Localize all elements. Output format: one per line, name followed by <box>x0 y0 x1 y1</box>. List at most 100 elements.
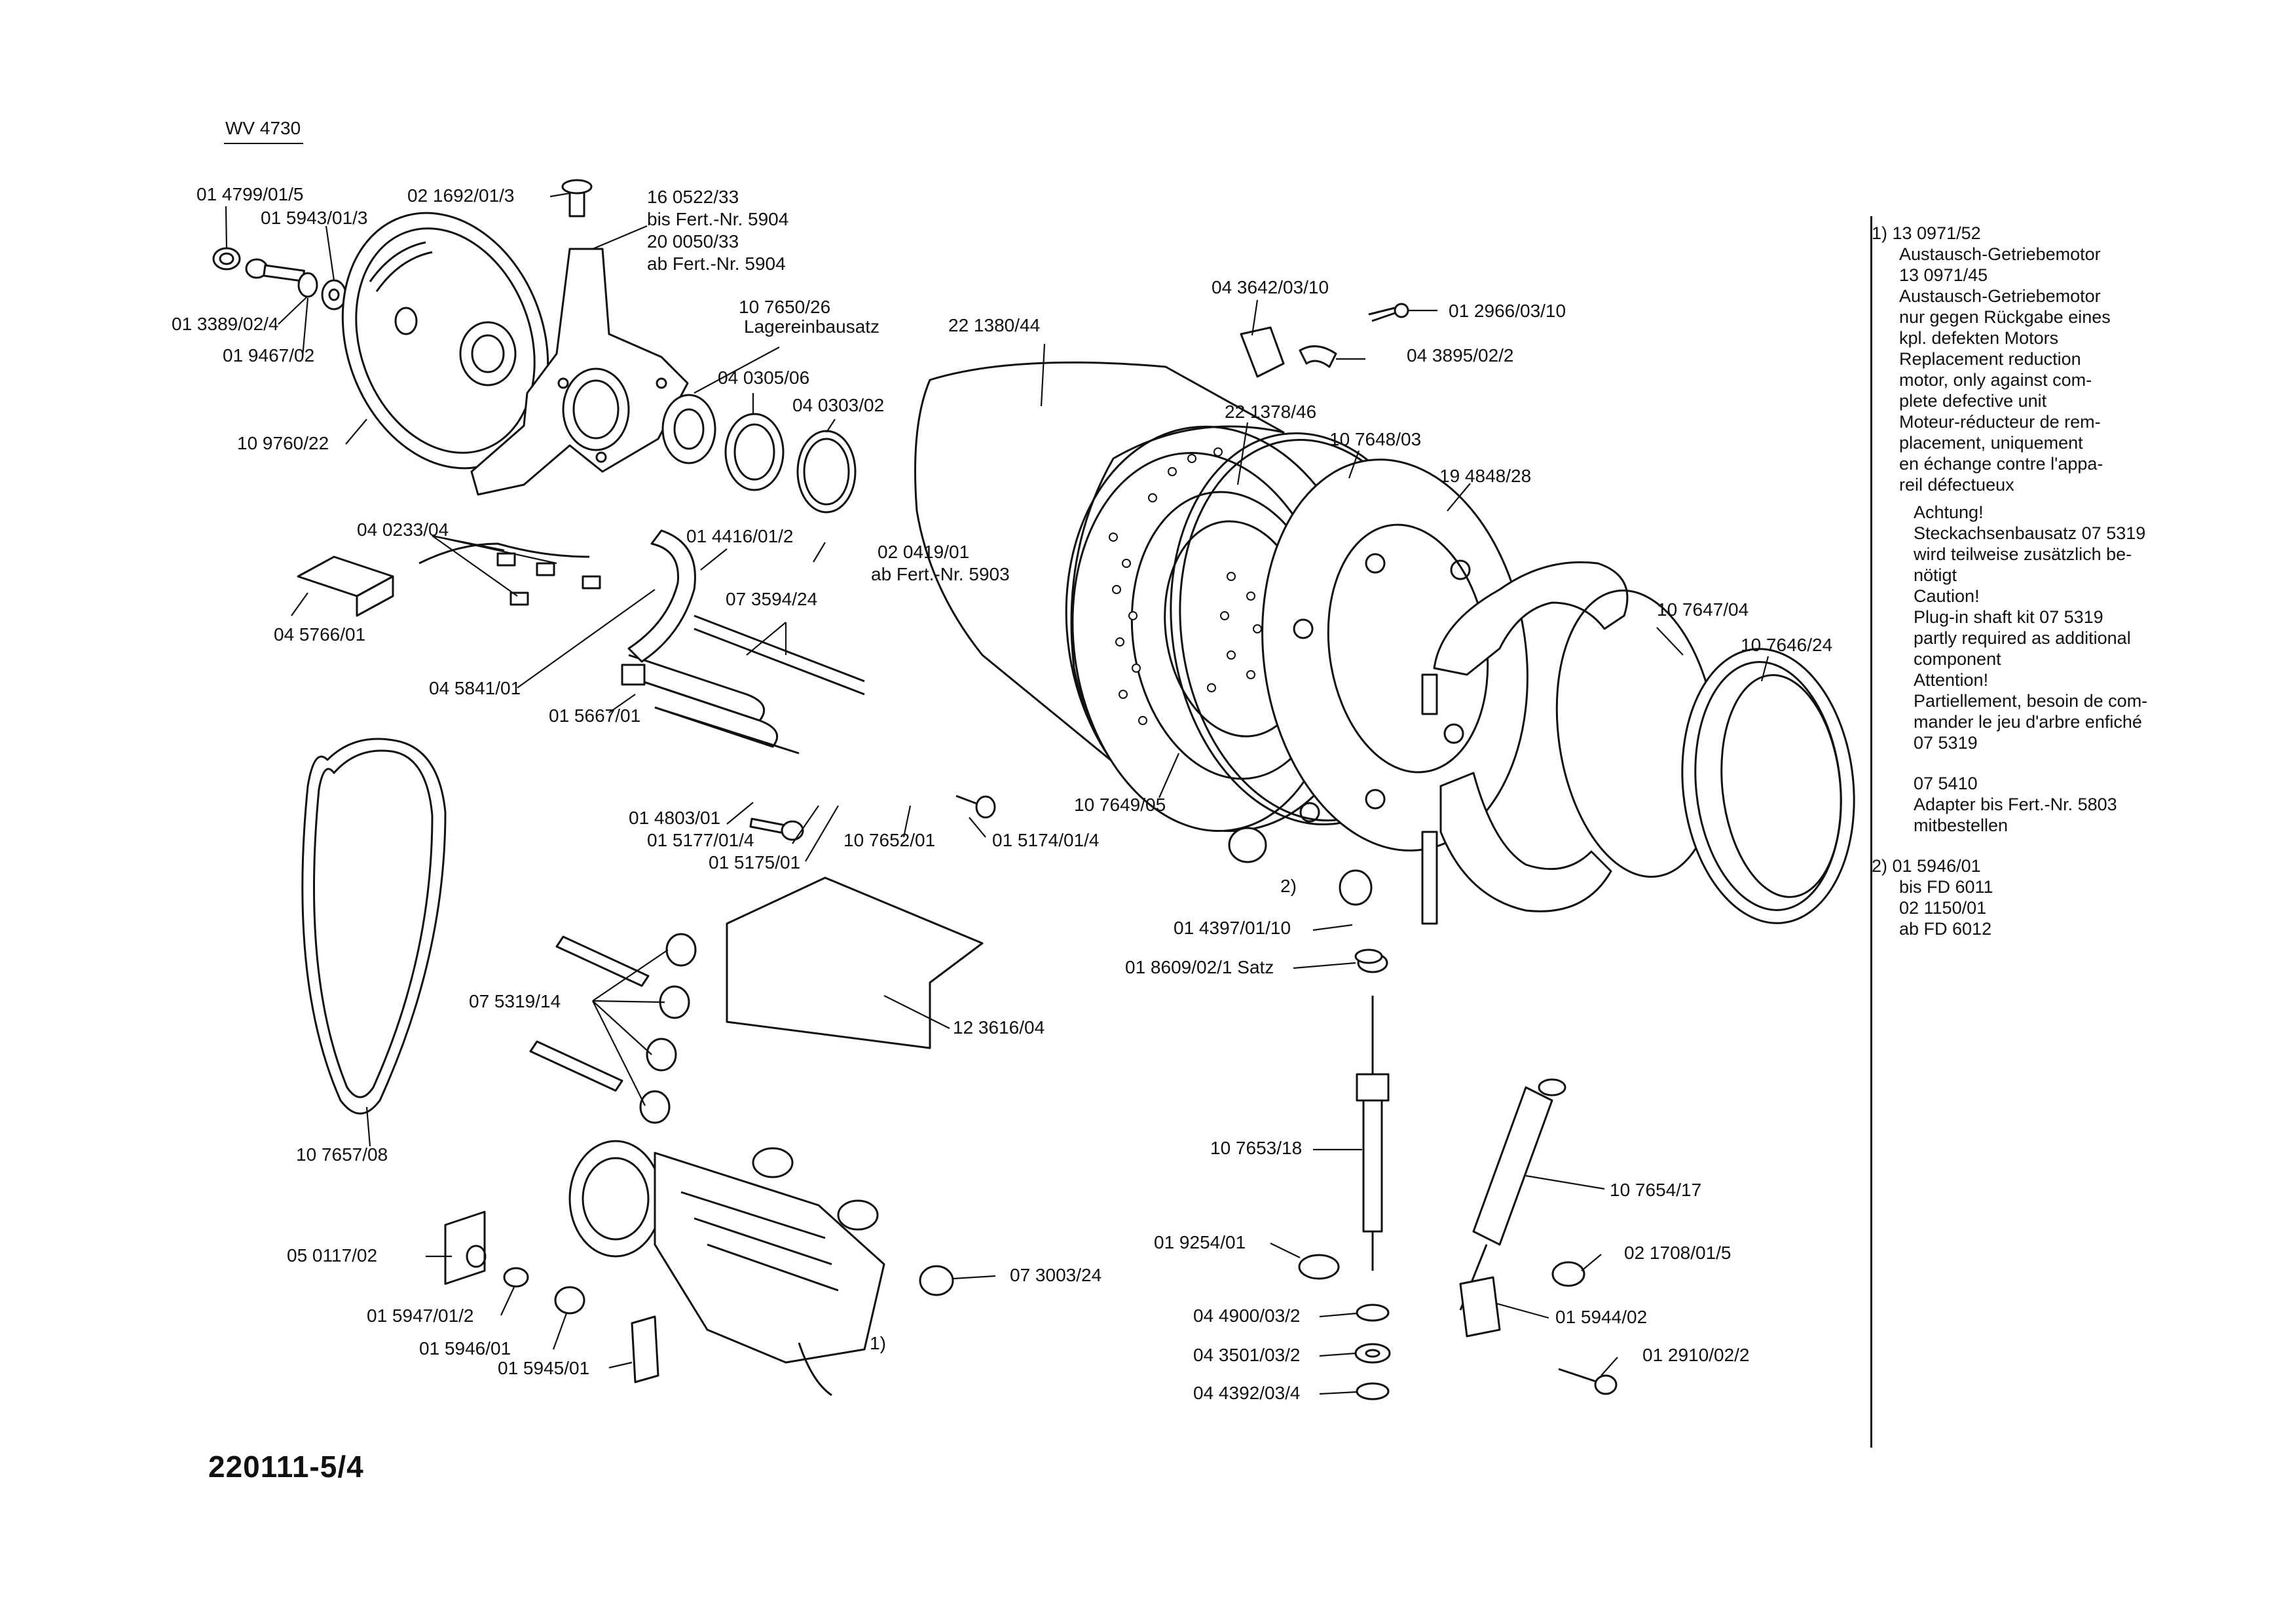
bearing-set-part <box>661 394 857 514</box>
callout-label: 1) <box>870 1333 886 1353</box>
note-line: Caution! <box>1914 586 1980 606</box>
callout-label: 01 5177/01/4 <box>647 830 754 850</box>
drive-belt-part <box>301 738 447 1115</box>
callout-label: 04 5766/01 <box>274 624 365 645</box>
washer-stack-part <box>1228 827 1585 1400</box>
note-line: plete defective unit <box>1899 391 2047 411</box>
callout-label: 01 2966/03/10 <box>1449 301 1566 321</box>
callout-label: 01 9254/01 <box>1154 1232 1246 1252</box>
part-callouts: 01 4799/01/5 01 5943/01/3 01 3389/02/4 0… <box>172 184 1832 1403</box>
note-line: kpl. defekten Motors <box>1899 328 2059 348</box>
callout-label: 01 5947/01/2 <box>367 1305 474 1326</box>
note-line: Partiellement, besoin de com- <box>1914 691 2148 711</box>
callout-label: ab Fert.-Nr. 5903 <box>871 564 1010 584</box>
callout-label: 01 3389/02/4 <box>172 314 279 334</box>
callout-label: 01 5944/02 <box>1555 1307 1647 1327</box>
note-line: Steckachsenbausatz 07 5319 <box>1914 523 2146 543</box>
note-line: placement, uniquement <box>1899 433 2083 453</box>
notes-divider <box>1870 216 1872 1448</box>
note-line: component <box>1914 649 2001 669</box>
callout-label: 01 5667/01 <box>549 705 640 726</box>
document-number: 220111-5/4 <box>208 1450 364 1484</box>
note-line: nur gegen Rückgabe eines <box>1899 307 2111 327</box>
door-bellows-part <box>1681 648 1855 924</box>
callout-label: 04 0233/04 <box>357 519 449 540</box>
note-line: Adapter bis Fert.-Nr. 5803 <box>1914 795 2117 814</box>
clamp-ring-part <box>1421 561 1629 925</box>
callout-label: 01 5943/01/3 <box>261 208 368 228</box>
terminal-connector-part <box>919 1265 954 1296</box>
note-line: 02 1150/01 <box>1899 898 1987 918</box>
bolt-parts <box>749 795 1618 1395</box>
note-line: nötigt <box>1914 565 1957 585</box>
note-line: mander le jeu d'arbre enfiché <box>1914 712 2142 732</box>
callout-label: 04 5841/01 <box>429 678 521 698</box>
callout-label: 10 7646/24 <box>1741 635 1832 655</box>
damper-part <box>1459 1078 1566 1338</box>
note-line: wird teilweise zusätzlich be- <box>1914 544 2132 564</box>
model-number: WV 4730 <box>224 118 304 144</box>
callout-label: 01 5946/01 <box>419 1338 511 1359</box>
footnote-1: 1) 13 0971/52 Austausch-Getriebemotor 13… <box>1872 223 2278 495</box>
callout-label: 04 0303/02 <box>792 395 884 415</box>
note-line: Plug-in shaft kit 07 5319 <box>1914 607 2103 627</box>
note-line: ab FD 6012 <box>1899 919 1992 939</box>
callout-label: 04 4900/03/2 <box>1193 1305 1301 1326</box>
callout-label: 04 3642/03/10 <box>1212 277 1329 297</box>
note-line: Austausch-Getriebemotor <box>1899 244 2101 264</box>
note-line: en échange contre l'appa- <box>1899 454 2103 474</box>
leader-lines <box>225 192 1769 1395</box>
wiring-harness-part <box>297 542 601 617</box>
callout-label: 07 3594/24 <box>726 589 817 609</box>
callout-label: 05 0117/02 <box>287 1245 377 1266</box>
callout-label: 04 0305/06 <box>718 367 809 388</box>
callout-label: 02 1708/01/5 <box>1624 1243 1731 1263</box>
shock-absorber-part <box>1356 952 1390 1271</box>
callout-label: 2) <box>1280 876 1297 896</box>
heater-element-part <box>621 614 865 755</box>
callout-label: 04 3501/03/2 <box>1193 1345 1301 1365</box>
callout-label: 01 4803/01 <box>629 808 720 828</box>
callout-label: ab Fert.-Nr. 5904 <box>647 253 786 274</box>
note-line: mitbestellen <box>1914 816 2009 835</box>
callout-label: 04 3895/02/2 <box>1407 345 1514 366</box>
callout-label: bis Fert.-Nr. 5904 <box>647 209 788 229</box>
callout-label: 10 7654/17 <box>1610 1180 1701 1200</box>
callout-label: 01 4799/01/5 <box>196 184 304 204</box>
footnote-1-caution: Achtung! Steckachsenbausatz 07 5319 wird… <box>1872 502 2278 753</box>
callout-label: 01 4416/01/2 <box>686 526 794 546</box>
bearing-nut-part <box>212 247 347 310</box>
note-line: Austausch-Getriebemotor <box>1899 286 2101 306</box>
footnote-1-adapter: 07 5410 Adapter bis Fert.-Nr. 5803 mitbe… <box>1872 773 2278 836</box>
callout-label: 02 0419/01 <box>878 542 969 562</box>
callout-label: 01 4397/01/10 <box>1174 918 1291 938</box>
note-line: 2) 01 5946/01 <box>1872 856 1981 876</box>
callout-label: Lagereinbausatz <box>744 316 880 337</box>
callout-label: 10 7649/05 <box>1074 795 1166 815</box>
door-hinge-part <box>1240 303 1409 378</box>
callout-label: 10 7648/03 <box>1329 429 1421 449</box>
drive-pulley-part <box>341 212 549 470</box>
note-line: 1) 13 0971/52 <box>1872 223 1981 243</box>
callout-label: 01 5175/01 <box>709 852 800 873</box>
callout-label: 12 3616/04 <box>953 1017 1045 1038</box>
callout-label: 16 0522/33 <box>647 187 739 207</box>
plug-in-shaft-kit-part <box>529 933 697 1124</box>
footnote-2: 2) 01 5946/01 bis FD 6011 02 1150/01 ab … <box>1872 855 2278 939</box>
callout-label: 01 5174/01/4 <box>992 830 1100 850</box>
callout-label: 10 7652/01 <box>843 830 935 850</box>
callout-label: 10 7657/08 <box>296 1144 388 1165</box>
motor-mount-part <box>444 1210 659 1383</box>
motor-part <box>568 1140 885 1397</box>
callout-label: 01 2910/02/2 <box>1642 1345 1750 1365</box>
callout-label: 10 7653/18 <box>1210 1138 1302 1158</box>
callout-label: 01 8609/02/1 Satz <box>1125 957 1274 977</box>
callout-label: 02 1692/01/3 <box>407 185 515 206</box>
callout-label: 01 9467/02 <box>223 345 314 366</box>
bearing-bracket-part <box>470 179 689 496</box>
callout-label: 07 5319/14 <box>469 991 561 1011</box>
note-line: bis FD 6011 <box>1899 877 1993 897</box>
callout-label: 10 7650/26 <box>739 297 830 317</box>
note-line: Attention! <box>1914 670 1989 690</box>
